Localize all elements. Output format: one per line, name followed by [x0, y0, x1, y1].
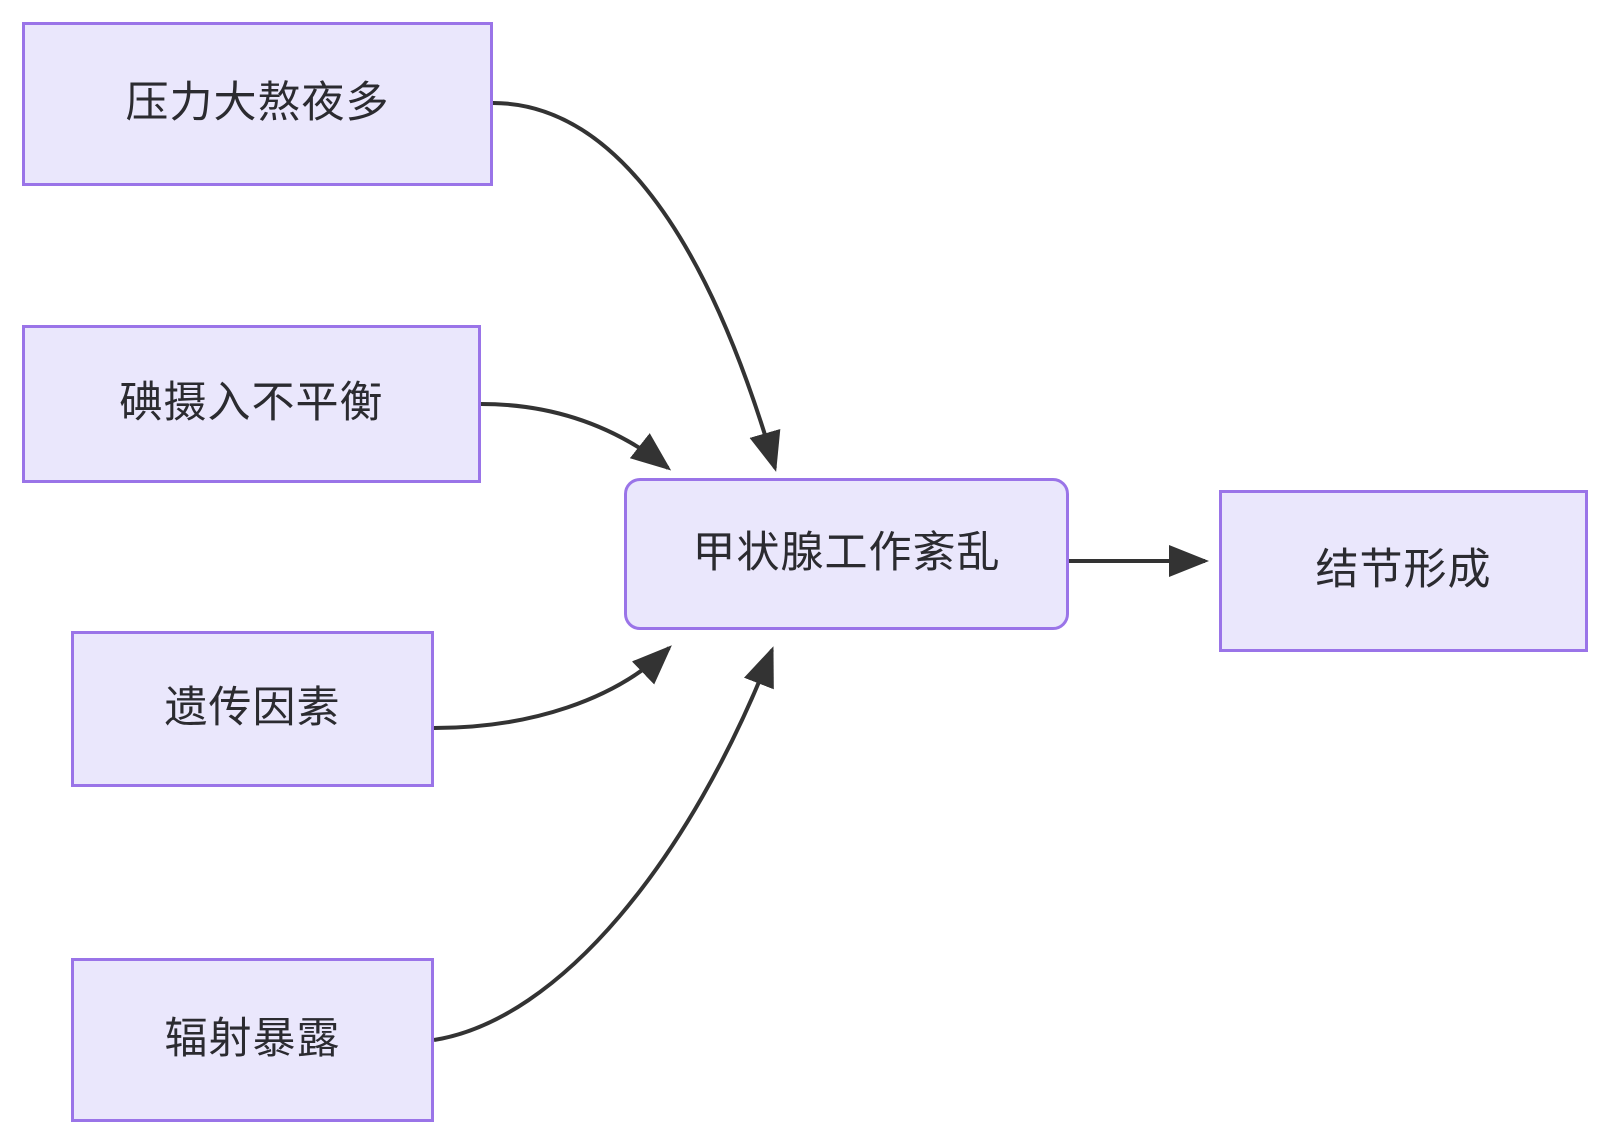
edge-radiation-thyroid [433, 646, 774, 1042]
node-iodine-intake[interactable]: 碘摄入不平衡 [22, 325, 481, 483]
node-radiation-exposure[interactable]: 辐射暴露 [71, 958, 434, 1122]
node-stress-label: 压力大熬夜多 [125, 79, 390, 128]
edge-stress-thyroid [492, 101, 781, 472]
node-nodule-formation[interactable]: 结节形成 [1219, 490, 1588, 652]
node-stress[interactable]: 压力大熬夜多 [22, 22, 493, 186]
edge-iodine-thyroid [480, 402, 672, 471]
edge-genetic-thyroid [433, 645, 672, 730]
node-nodule-formation-label: 结节形成 [1315, 546, 1492, 595]
node-thyroid-disorder-label: 甲状腺工作紊乱 [692, 529, 1001, 578]
node-thyroid-disorder[interactable]: 甲状腺工作紊乱 [624, 478, 1069, 630]
node-radiation-exposure-label: 辐射暴露 [164, 1015, 341, 1064]
node-iodine-intake-label: 碘摄入不平衡 [119, 379, 384, 428]
node-genetic-factor[interactable]: 遗传因素 [71, 631, 434, 787]
node-genetic-factor-label: 遗传因素 [164, 684, 341, 733]
